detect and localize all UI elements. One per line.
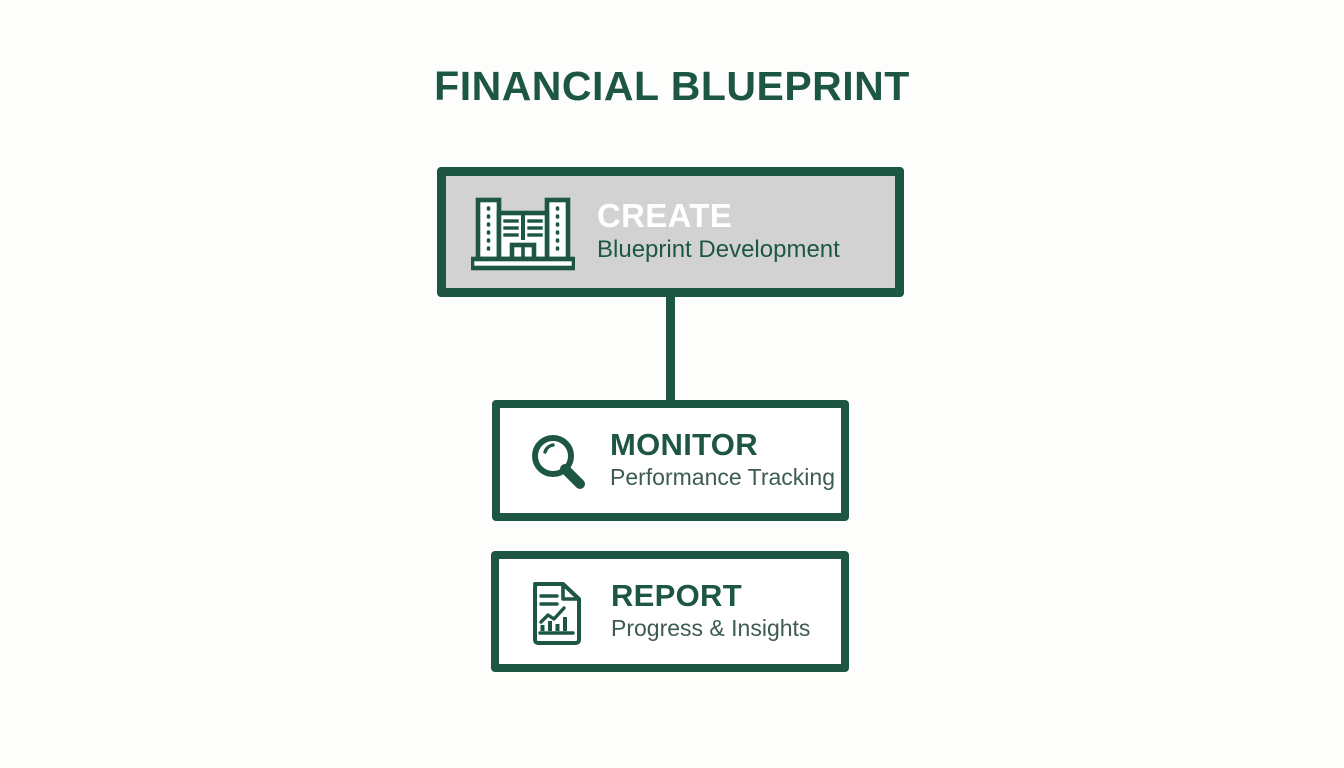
flow-step-create[interactable]: CREATE Blueprint Development <box>437 167 904 297</box>
flow-step-monitor-text: MONITOR Performance Tracking <box>610 426 835 492</box>
flow-step-monitor-subtitle: Performance Tracking <box>610 464 835 491</box>
flow-step-create-subtitle: Blueprint Development <box>597 236 840 264</box>
building-icon <box>468 191 578 273</box>
flow-step-monitor-heading: MONITOR <box>610 426 758 462</box>
connector-create-monitor <box>666 292 675 404</box>
flow-step-monitor[interactable]: MONITOR Performance Tracking <box>492 400 849 521</box>
page-title: FINANCIAL BLUEPRINT <box>434 63 910 109</box>
magnifier-icon <box>520 430 596 492</box>
flow-step-create-text: CREATE Blueprint Development <box>597 196 840 265</box>
document-chart-icon <box>519 579 595 645</box>
flow-step-report-text: REPORT Progress & Insights <box>611 577 811 643</box>
flow-step-create-heading: CREATE <box>597 196 733 234</box>
flow-step-report-heading: REPORT <box>611 577 742 613</box>
flow-step-report-subtitle: Progress & Insights <box>611 615 811 642</box>
flow-step-report[interactable]: REPORT Progress & Insights <box>491 551 849 672</box>
